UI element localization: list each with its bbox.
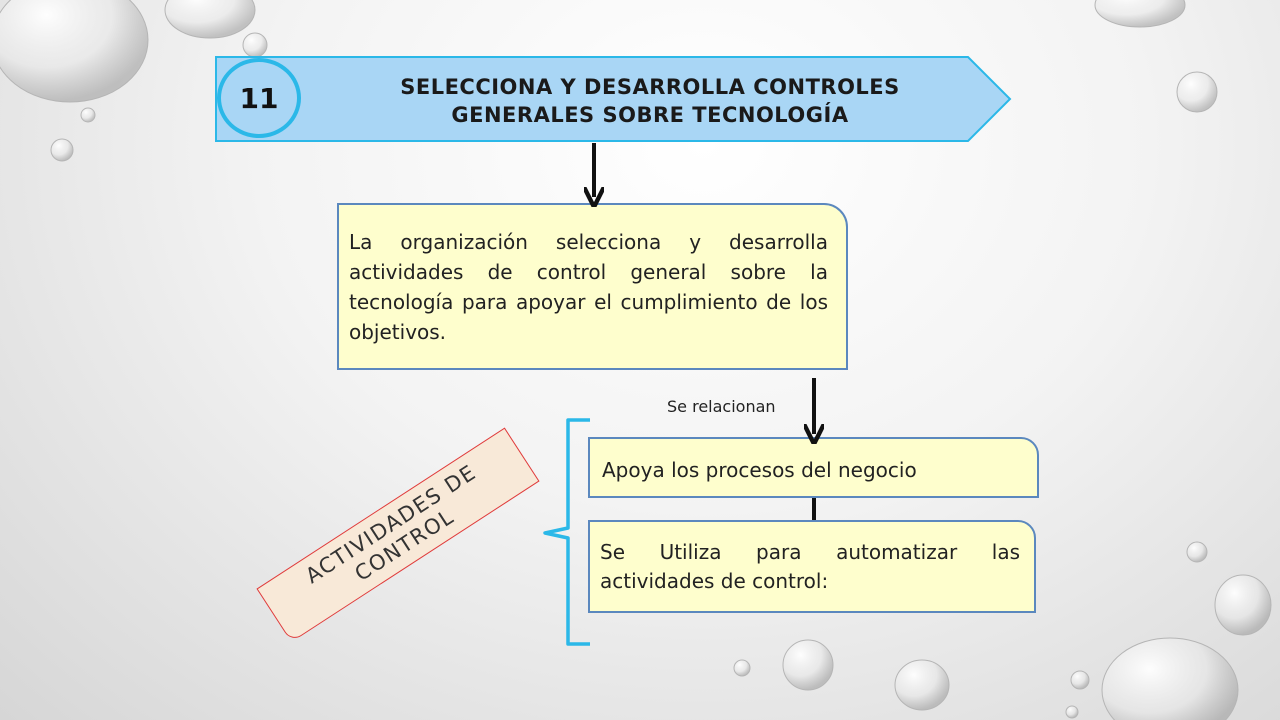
item-box-automation: Se Utiliza para automatizar las activida… [588, 520, 1036, 613]
water-drop [1094, 0, 1186, 28]
item-text-automation: Se Utiliza para automatizar las activida… [600, 540, 1020, 593]
principle-description-box: La organización selecciona y desarrolla … [337, 203, 848, 370]
item-text-business-process: Apoya los procesos del negocio [602, 458, 917, 482]
water-drop [1101, 637, 1239, 720]
water-drop [1070, 670, 1090, 690]
water-drop [80, 107, 96, 123]
principle-description-text: La organización selecciona y desarrolla … [349, 230, 828, 344]
item-box-business-process: Apoya los procesos del negocio [588, 437, 1039, 498]
water-drop [0, 0, 149, 103]
page-title-line-1: SELECCIONA Y DESARROLLA CONTROLES [400, 75, 900, 99]
page-title-line-2: GENERALES SOBRE TECNOLOGÍA [451, 103, 849, 127]
page-title: SELECCIONA Y DESARROLLA CONTROLES GENERA… [330, 73, 970, 129]
water-drop [1186, 541, 1208, 563]
title-banner-arrow [215, 56, 1012, 142]
water-drop [894, 659, 950, 711]
step-number-badge: 11 [217, 58, 301, 138]
water-drop [1176, 71, 1218, 113]
water-drop [164, 0, 256, 39]
relation-label: Se relacionan [667, 397, 776, 416]
water-drop [50, 138, 74, 162]
water-drop [733, 659, 751, 677]
water-drop [1065, 705, 1079, 719]
water-drop [782, 639, 834, 691]
water-drop [1214, 574, 1272, 636]
